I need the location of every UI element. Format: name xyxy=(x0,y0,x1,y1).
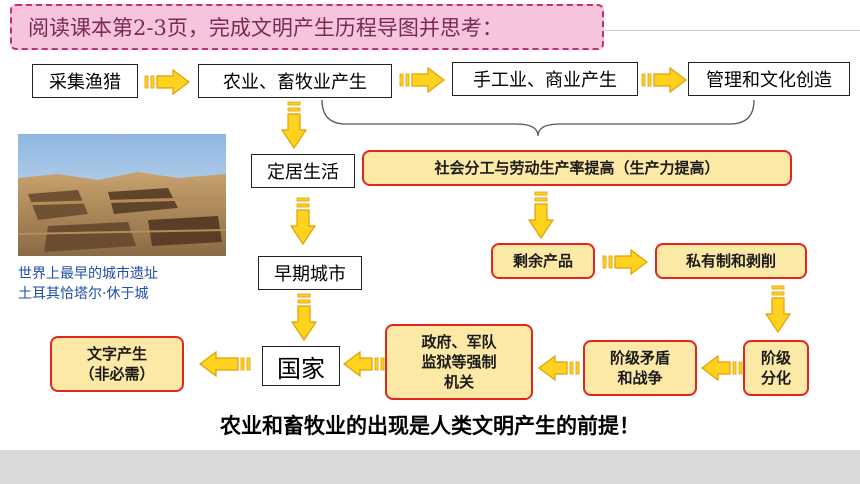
node-label-line: 阶级矛盾 xyxy=(609,348,670,367)
node-management-culture: 管理和文化创造 xyxy=(688,62,850,96)
arrow-down-icon xyxy=(280,101,308,150)
instruction-banner: 阅读课本第2-3页，完成文明产生历程导图并思考： xyxy=(10,4,604,50)
node-label: 定居生活 xyxy=(267,162,339,183)
node-class-conflict: 阶级矛盾和战争 xyxy=(583,340,697,396)
node-label: 早期城市 xyxy=(274,264,346,285)
node-label: 管理和文化创造 xyxy=(706,70,832,91)
arrow-down-icon xyxy=(289,197,317,246)
node-label: 社会分工与劳动生产率提高（生产力提高） xyxy=(434,158,720,177)
node-handicraft-commerce: 手工业、商业产生 xyxy=(452,62,638,96)
arrow-right-icon xyxy=(641,66,687,94)
node-label-line: （非必需） xyxy=(79,365,155,383)
node-label-line: 阶级 xyxy=(760,348,791,367)
node-division-of-labor: 社会分工与劳动生产率提高（生产力提高） xyxy=(362,150,792,186)
ancient-city-ruins-photo xyxy=(18,134,226,256)
arrow-left-icon xyxy=(343,350,385,378)
photo-caption: 世界上最早的城市遗址 土耳其恰塔尔·休于城 xyxy=(18,264,248,304)
brace-connector xyxy=(321,99,755,137)
node-label-line: 机关 xyxy=(443,373,474,392)
node-state: 国家 xyxy=(262,346,340,386)
arrow-left-icon xyxy=(701,354,743,382)
arrow-right-icon xyxy=(144,68,190,96)
node-label-line: 文字产生 xyxy=(86,344,147,363)
top-divider xyxy=(604,30,860,31)
node-label-line: 分化 xyxy=(760,369,791,387)
arrow-down-icon xyxy=(527,191,555,240)
node-label: 国家 xyxy=(277,354,325,383)
node-private-property: 私有制和剥削 xyxy=(655,243,807,279)
ruins-illustration xyxy=(18,134,226,256)
node-hunting-gathering: 采集渔猎 xyxy=(32,64,138,98)
node-label-line: 政府、军队 xyxy=(421,332,497,351)
arrow-left-icon xyxy=(199,350,251,378)
node-label-line: 监狱等强制 xyxy=(421,352,497,371)
node-settled-life: 定居生活 xyxy=(251,154,355,188)
arrow-left-icon xyxy=(538,354,580,382)
node-label: 手工业、商业产生 xyxy=(473,70,617,91)
caption-line: 土耳其恰塔尔·休于城 xyxy=(18,286,149,302)
arrow-down-icon xyxy=(290,293,318,342)
node-early-city: 早期城市 xyxy=(258,256,362,290)
caption-line: 世界上最早的城市遗址 xyxy=(18,266,158,282)
node-label: 剩余产品 xyxy=(512,251,573,270)
instruction-text: 阅读课本第2-3页，完成文明产生历程导图并思考： xyxy=(28,16,503,40)
node-label-line: 和战争 xyxy=(617,369,663,387)
arrow-right-icon xyxy=(399,66,445,94)
node-agriculture: 农业、畜牧业产生 xyxy=(198,64,392,98)
arrow-down-icon xyxy=(764,285,792,334)
node-writing: 文字产生 （非必需） xyxy=(50,336,184,392)
footer-band xyxy=(0,450,860,484)
conclusion-text: 农业和畜牧业的出现是人类文明产生的前提！ xyxy=(220,414,640,438)
node-label: 私有制和剥削 xyxy=(685,251,776,270)
node-label: 农业、畜牧业产生 xyxy=(223,72,367,93)
node-surplus: 剩余产品 xyxy=(491,243,595,279)
node-government-organs: 政府、军队监狱等强制机关 xyxy=(385,324,533,400)
arrow-right-icon xyxy=(602,248,648,276)
node-class-differentiation: 阶级分化 xyxy=(743,340,809,396)
node-label: 采集渔猎 xyxy=(49,72,121,93)
